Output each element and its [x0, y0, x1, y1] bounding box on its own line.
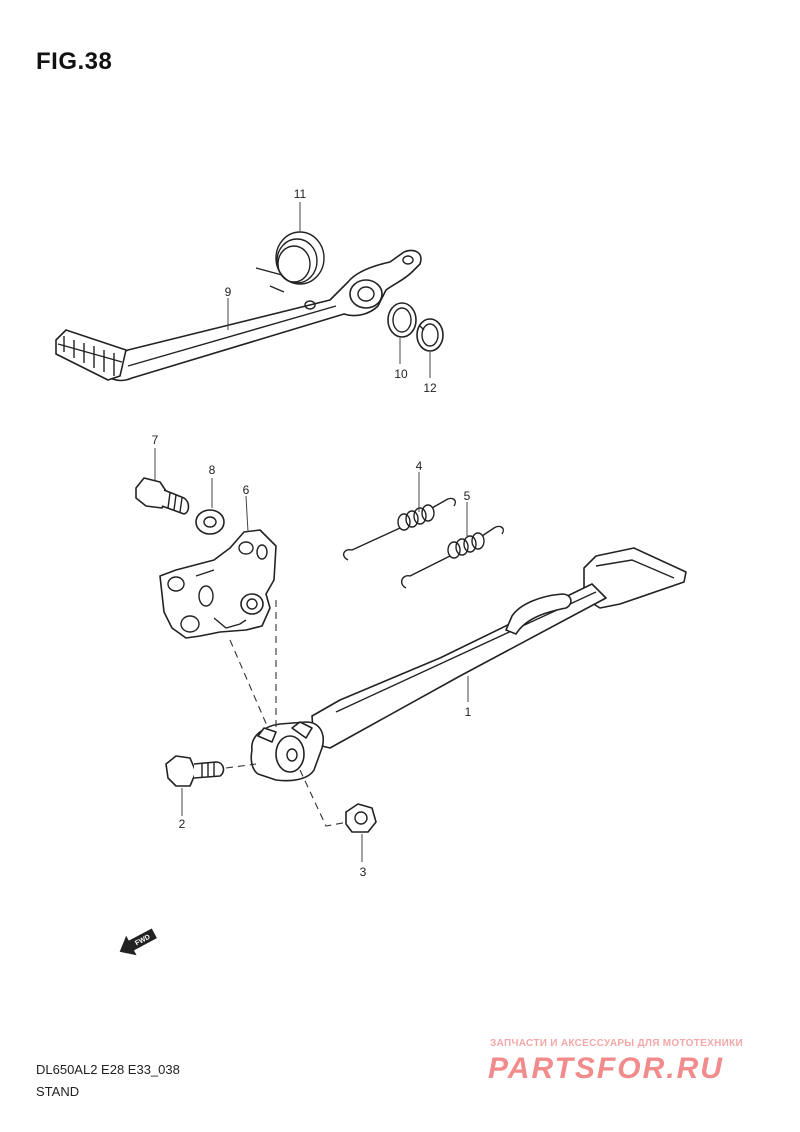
part-4-spring: [342, 497, 456, 561]
callout-6: 6: [243, 483, 250, 497]
callout-1: 1: [465, 705, 472, 719]
callout-9: 9: [225, 285, 232, 299]
model-code: DL650AL2 E28 E33_038: [36, 1062, 180, 1077]
part-2-pivot-bolt: [165, 755, 225, 787]
fwd-arrow-icon: FWD: [119, 928, 157, 956]
part-8-washer: [195, 509, 225, 535]
part-9-brake-pedal: [55, 249, 422, 382]
callout-4: 4: [416, 459, 423, 473]
part-3-nut: [345, 803, 377, 833]
callout-7: 7: [152, 433, 159, 447]
part-5-spring: [400, 525, 504, 589]
leader-lines: [154, 202, 469, 862]
part-10-washer: [387, 302, 417, 338]
callout-3: 3: [360, 865, 367, 879]
part-11-spring: [255, 231, 325, 293]
callout-5: 5: [464, 489, 471, 503]
callout-2: 2: [179, 817, 186, 831]
callout-11: 11: [294, 187, 307, 201]
watermark-logo: PARTSFOR.RU: [488, 1052, 724, 1085]
part-12-snap-ring: [416, 318, 444, 352]
figure-title: FIG.38: [36, 48, 113, 75]
callout-labels: 1 2 3 4 5 6 7 8 9 10 11 12: [152, 187, 472, 879]
part-6-bracket: [159, 529, 277, 639]
callout-10: 10: [394, 367, 408, 381]
callout-8: 8: [209, 463, 216, 477]
assembly-lines: [225, 600, 349, 827]
part-7-bolt: [135, 477, 190, 515]
part-1-side-stand: [250, 547, 687, 782]
watermark-tagline: ЗАПЧАСТИ И АКСЕССУАРЫ ДЛЯ МОТОТЕХНИКИ: [490, 1038, 743, 1049]
callout-12: 12: [423, 381, 437, 395]
section-name: STAND: [36, 1084, 80, 1099]
